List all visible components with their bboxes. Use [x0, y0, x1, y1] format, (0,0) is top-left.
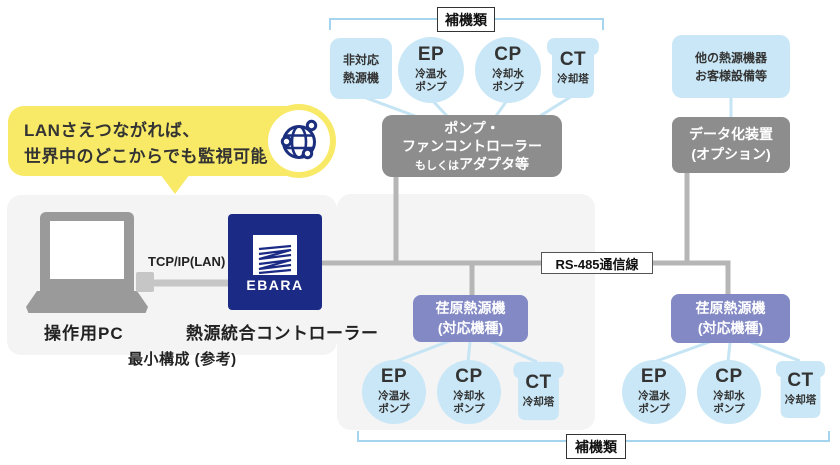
pump-fan-line3-small: もしくは: [415, 160, 459, 173]
bottom-bracket-label: 補機類: [566, 434, 626, 459]
pump-fan-controller-box: ポンプ・ ファンコントローラー もしくはアダプタ等: [382, 115, 562, 177]
pump-fan-line3-big: アダプタ等: [459, 156, 529, 173]
pump-fan-line3: もしくはアダプタ等: [415, 155, 529, 173]
laptop-base: [26, 291, 148, 313]
bl-ep-line2: ポンプ: [378, 403, 410, 416]
globe-network-icon: [262, 104, 336, 178]
top-cp-code: CP: [494, 44, 522, 66]
min-config-caption: 最小構成 (参考): [128, 348, 237, 369]
br-ep-code: EP: [640, 366, 668, 388]
cooling-tower-shape: [547, 38, 599, 98]
tcpip-label: TCP/IP(LAN): [148, 254, 225, 269]
top-ep-code: EP: [417, 44, 445, 66]
cooling-tower-shape: [775, 361, 826, 418]
top-ct-cooling-tower: CT 冷却塔: [544, 35, 602, 101]
controller-label: 熱源統合コントローラー: [186, 319, 379, 344]
other-equipment-line1: 他の熱源機器: [694, 50, 767, 65]
bl-cp-line1: 冷却水: [453, 390, 485, 403]
lan-callout-line1: LANさえつながれば、: [24, 121, 200, 140]
data-device-box: データ化装置 (オプション): [672, 117, 790, 173]
heat-source-right-line1: 荏原熱源機: [695, 299, 766, 316]
rs485-label: RS-485通信線: [541, 252, 653, 274]
unsupported-heat-source-box: 非対応 熱源機: [330, 38, 392, 99]
top-ct-line1: 冷却塔: [557, 72, 589, 85]
pump-fan-line2: ファンコントローラー: [402, 137, 542, 154]
top-bracket-label-text: 補機類: [445, 11, 487, 28]
bl-ep-line1: 冷温水: [378, 390, 410, 403]
br-ep-line1: 冷温水: [638, 390, 670, 403]
globe-glyph: [280, 119, 318, 160]
heat-source-right-box: 荏原熱源機 (対応機種): [671, 294, 790, 343]
top-cp-pump-circle: CP 冷却水 ポンプ: [475, 37, 541, 103]
tcpip-label-text: TCP/IP(LAN): [148, 254, 226, 269]
br-ep-line2: ポンプ: [638, 403, 670, 416]
laptop-screen: [40, 212, 134, 291]
br-cp-line1: 冷却水: [713, 390, 745, 403]
bottom-right-ct-cooling-tower: CT 冷却塔: [773, 358, 828, 421]
br-ct-line1: 冷却塔: [784, 394, 817, 407]
bl-ct-code: CT: [525, 371, 552, 393]
lan-callout-bubble: LANさえつながれば、 世界中のどこからでも監視可能: [8, 106, 304, 176]
unsupported-line2: 熱源機: [342, 70, 379, 85]
bottom-left-ep-circle: EP 冷温水 ポンプ: [362, 360, 426, 424]
br-cp-line2: ポンプ: [713, 403, 745, 416]
other-equipment-box: 他の熱源機器 お客様設備等: [672, 35, 790, 98]
laptop-display: [50, 221, 124, 279]
ebara-wordmark: EBARA: [246, 277, 304, 293]
heat-source-right-line2: (対応機種): [697, 319, 764, 336]
top-cp-line2: ポンプ: [492, 81, 524, 94]
cooling-tower-shape: [513, 361, 564, 421]
ebara-controller-box: EBARA: [228, 214, 322, 310]
bottom-right-ep-circle: EP 冷温水 ポンプ: [622, 360, 686, 424]
bottom-left-ct-cooling-tower: CT 冷却塔: [510, 359, 567, 423]
other-equipment-line2: お客様設備等: [694, 68, 767, 83]
heat-source-left-line2: (対応機種): [437, 319, 504, 336]
top-ep-line2: ポンプ: [415, 81, 447, 94]
lan-port-plug: [136, 272, 154, 292]
data-device-line2: (オプション): [691, 146, 771, 162]
bubble-tail: [160, 174, 190, 194]
unsupported-line1: 非対応: [342, 52, 379, 67]
min-config-caption-text: 最小構成 (参考): [128, 351, 237, 368]
bl-cp-line2: ポンプ: [453, 403, 485, 416]
controller-label-text: 熱源統合コントローラー: [186, 324, 379, 343]
bl-ct-line1: 冷却塔: [522, 395, 555, 408]
pc-label: 操作用PC: [44, 319, 124, 344]
pc-label-text: 操作用PC: [44, 324, 124, 343]
bottom-left-cp-circle: CP 冷却水 ポンプ: [437, 360, 501, 424]
bottom-right-cp-circle: CP 冷却水 ポンプ: [697, 360, 761, 424]
rs485-label-text: RS-485通信線: [555, 256, 639, 272]
bottom-bracket-label-text: 補機類: [575, 438, 617, 455]
br-ct-code: CT: [787, 370, 814, 392]
top-cp-line1: 冷却水: [492, 68, 524, 81]
heat-source-left-box: 荏原熱源機 (対応機種): [413, 295, 528, 342]
bl-ep-code: EP: [380, 366, 408, 388]
top-ct-code: CT: [559, 48, 587, 70]
heat-source-left-line1: 荏原熱源機: [435, 299, 506, 316]
data-device-line1: データ化装置: [689, 126, 773, 143]
lan-callout-line2: 世界中のどこからでも監視可能: [24, 147, 268, 167]
br-cp-code: CP: [715, 366, 743, 388]
ebara-logo-icon: [253, 235, 297, 275]
top-ep-pump-circle: EP 冷温水 ポンプ: [398, 37, 464, 103]
top-bracket-label: 補機類: [437, 7, 495, 32]
bl-cp-code: CP: [455, 366, 483, 388]
pump-fan-line1: ポンプ・: [444, 119, 500, 136]
top-ep-line1: 冷温水: [415, 68, 447, 81]
